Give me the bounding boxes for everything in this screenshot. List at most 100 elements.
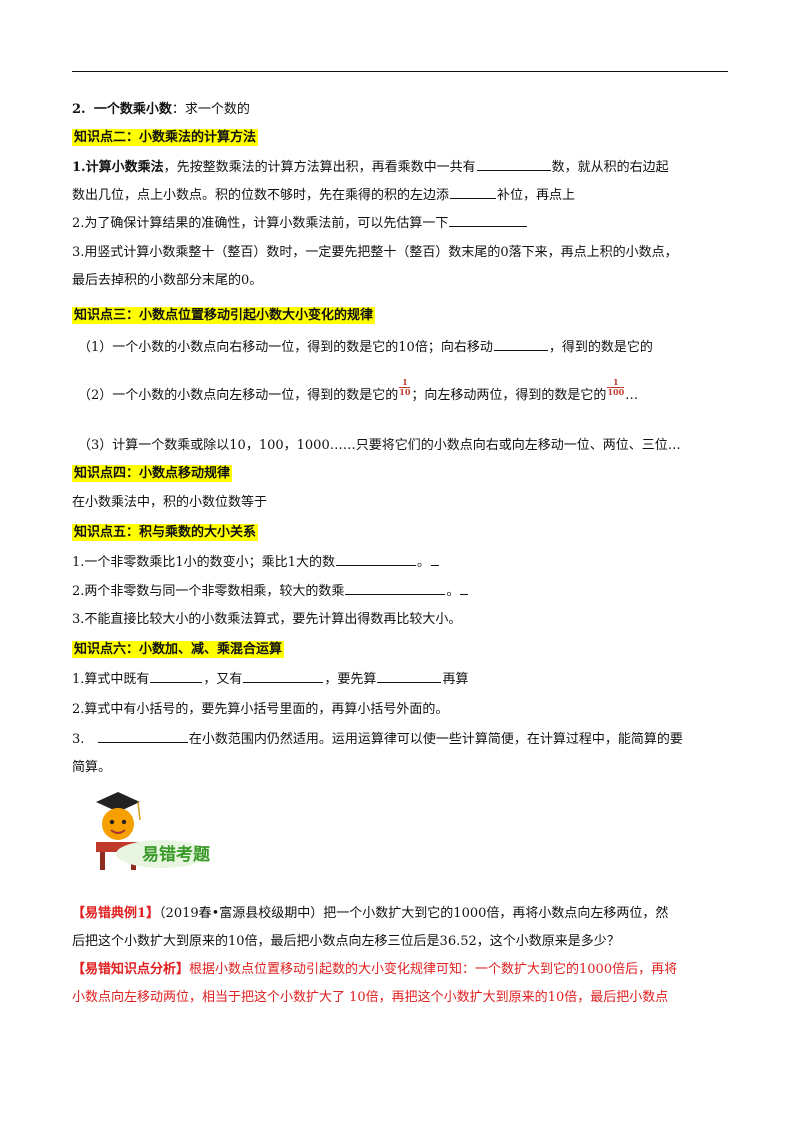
k2-line-1: 1.计算小数乘法，先按整数乘法的计算方法算出积，再看乘数中一共有 数，就从积的右边…: [72, 158, 669, 178]
k2-text-a: ，先按整数乘法的计算方法算出积，再看乘数中一共有: [163, 160, 476, 175]
k2-text-b: 数，就从积的右边起: [551, 160, 669, 175]
desk-leg: [100, 852, 105, 870]
cap-tassel: [137, 801, 141, 821]
fill-blank[interactable]: [97, 730, 188, 743]
k6-text-1a: 1.算式中既有: [72, 672, 150, 687]
k5-text-1b: 。: [416, 555, 430, 570]
k5-line-2: 2.两个非零数与同一个非零数相乘，较大的数乘 。: [72, 582, 469, 602]
k4-text: 在小数乘法中，积的小数位数等于: [72, 495, 268, 510]
k3-text-2a: （2）一个小数的小数点向左移动一位，得到的数是它的: [78, 388, 399, 403]
header-rule: [72, 71, 728, 72]
example-line-2: 后把这个小数扩大到原来的10倍，最后把小数点向左移三位后是36.52，这个小数原…: [72, 932, 620, 952]
k6-text-1d: 再算: [442, 672, 469, 687]
analysis-tag: 【易错知识点分析】: [72, 962, 190, 977]
k5-line-1: 1.一个非零数乘比1小的数变小；乘比1大的数 。: [72, 553, 440, 573]
k2-text-c: 数出几位，点上小数点。积的位数不够时，先在乘得的积的左边添: [72, 188, 450, 203]
k3-text-3: （3）计算一个数乘或除以10，100，1000……只要将它们的小数点向右或向左移…: [78, 438, 681, 453]
desk-top: [96, 842, 140, 852]
fill-blank[interactable]: [450, 186, 497, 199]
k5-line-3: 3.不能直接比较大小的小数乘法算式，要先计算出得数再比较大小。: [72, 610, 461, 630]
fill-blank[interactable]: [345, 582, 446, 595]
fill-blank[interactable]: [243, 670, 324, 683]
mascot-face-icon: [102, 808, 134, 840]
k2-line-3: 2.为了确保计算结果的准确性，计算小数乘法前，可以先估算一下: [72, 214, 528, 234]
k2-text-2: 2.为了确保计算结果的准确性，计算小数乘法前，可以先估算一下: [72, 216, 449, 231]
banner-cloud: [116, 840, 208, 868]
k6-heading-line: 知识点六：小数加、减、乘混合运算: [72, 640, 285, 660]
k2-text-d: 补位，再点上: [497, 188, 576, 203]
k3-text-2b: ；向左移动两位，得到的数是它的: [411, 388, 607, 403]
k2-line-2: 数出几位，点上小数点。积的位数不够时，先在乘得的积的左边添 补位，再点上: [72, 186, 575, 206]
k6-text-3a: 3.: [72, 732, 85, 747]
k4-heading: 知识点四：小数点移动规律: [72, 465, 233, 482]
graduation-cap-icon: [96, 792, 140, 812]
k2-term: 1.计算小数乘法: [72, 160, 164, 175]
fraction-denominator: 100: [607, 387, 625, 397]
fill-blank[interactable]: [335, 553, 416, 566]
k3-line-1: （1）一个小数的小数点向右移动一位，得到的数是它的10倍；向右移动 ，得到的数是它…: [78, 338, 653, 358]
k5-text-2a: 2.两个非零数与同一个非零数相乘，较大的数乘: [72, 584, 345, 599]
k6-line-4: 简算。: [72, 758, 111, 778]
k6-text-3c: 简算。: [72, 760, 112, 775]
k2-line-5: 最后去掉积的小数部分末尾的0。: [72, 271, 262, 291]
k6-text-2: 2.算式中有小括号的，要先算小括号里面的，再算小括号外面的。: [72, 702, 449, 717]
k6-text-3b: 在小数范围内仍然适用。运用运算律可以使一些计算简便，在计算过程中，能简算的要: [188, 732, 683, 747]
k6-text-1c: ，要先算: [324, 672, 377, 687]
fraction-denominator: 10: [399, 387, 411, 397]
k3-line-3: （3）计算一个数乘或除以10，100，1000……只要将它们的小数点向右或向左移…: [78, 436, 681, 456]
fill-blank[interactable]: [476, 158, 551, 171]
analysis-text-1: 根据小数点位置移动引起数的大小变化规律可知：一个数扩大到它的1000倍后，再将: [189, 962, 678, 977]
analysis-line-1: 【易错知识点分析】根据小数点位置移动引起数的大小变化规律可知：一个数扩大到它的1…: [72, 960, 677, 980]
k3-text-1a: （1）一个小数的小数点向右移动一位，得到的数是它的10倍；向右移动: [78, 340, 493, 355]
fraction-numerator: 1: [613, 377, 619, 387]
k2-heading: 知识点二：小数乘法的计算方法: [72, 129, 259, 146]
example-text-2: 后把这个小数扩大到原来的10倍，最后把小数点向左移三位后是36.52，这个小数原…: [72, 934, 620, 949]
fraction-numerator: 1: [402, 377, 408, 387]
fraction-bar: [607, 387, 625, 388]
k3-heading: 知识点三：小数点位置移动引起小数大小变化的规律: [72, 307, 376, 324]
k6-text-1b: ，又有: [203, 672, 243, 687]
example-text-1: （2019春•富源县校级期中）把一个小数扩大到它的1000倍，再将小数点向左移两…: [159, 906, 669, 921]
fill-blank[interactable]: [150, 670, 203, 683]
k5-heading: 知识点五：积与乘数的大小关系: [72, 524, 259, 541]
fraction-bar: [399, 387, 411, 388]
analysis-text-2: 小数点向左移动两位，相当于把这个小数扩大了 10倍，再把这个小数扩大到原来的10…: [72, 990, 669, 1005]
mascot-eye: [121, 819, 127, 825]
k3-text-1b: ，得到的数是它的: [548, 340, 653, 355]
k5-heading-line: 知识点五：积与乘数的大小关系: [72, 523, 259, 543]
fill-blank[interactable]: [493, 338, 548, 351]
k3-heading-line: 知识点三：小数点位置移动引起小数大小变化的规律: [72, 306, 376, 326]
ellipsis: …: [625, 388, 639, 403]
k2-line-4: 3.用竖式计算小数乘整十（整百）数时，一定要先把整十（整百）数末尾的0落下来，再…: [72, 243, 678, 263]
k6-line-1: 1.算式中既有 ，又有 ，要先算 再算: [72, 670, 468, 690]
mascot-smile: [110, 829, 126, 834]
k6-line-2: 2.算式中有小括号的，要先算小括号里面的，再算小括号外面的。: [72, 700, 448, 720]
k5-text-2b: 。: [446, 584, 460, 599]
k4-heading-line: 知识点四：小数点移动规律: [72, 464, 233, 484]
banner-title: 易错考题: [142, 844, 211, 865]
fill-blank[interactable]: [449, 214, 528, 227]
k4-line-1: 在小数乘法中，积的小数位数等于: [72, 493, 267, 513]
section-2-line: 2. 一个数乘小数：求一个数的: [72, 100, 250, 120]
mascot-banner: 易错考题: [96, 792, 211, 870]
fill-blank[interactable]: [377, 670, 442, 683]
section-text: 求一个数的: [184, 102, 250, 117]
fill-blank-tail: [460, 582, 469, 595]
example-line-1: 【易错典例1】（2019春•富源县校级期中）把一个小数扩大到它的1000倍，再将…: [72, 904, 668, 924]
k6-heading: 知识点六：小数加、减、乘混合运算: [72, 641, 285, 658]
example-tag: 【易错典例1】: [72, 906, 160, 921]
k5-text-1a: 1.一个非零数乘比1小的数变小；乘比1大的数: [72, 555, 335, 570]
section-title: 一个数乘小数: [93, 102, 172, 117]
k2-text-3b: 最后去掉积的小数部分末尾的0。: [72, 273, 263, 288]
section-number: 2.: [72, 102, 86, 117]
k5-text-3: 3.不能直接比较大小的小数乘法算式，要先计算出得数再比较大小。: [72, 612, 462, 627]
fill-blank-tail: [430, 553, 439, 566]
k2-text-3a: 3.用竖式计算小数乘整十（整百）数时，一定要先把整十（整百）数末尾的0落下来，再…: [72, 245, 678, 260]
k2-heading-line: 知识点二：小数乘法的计算方法: [72, 128, 259, 148]
colon: ：: [171, 102, 185, 117]
analysis-line-2: 小数点向左移动两位，相当于把这个小数扩大了 10倍，再把这个小数扩大到原来的10…: [72, 988, 668, 1008]
mascot-eye: [109, 819, 115, 825]
